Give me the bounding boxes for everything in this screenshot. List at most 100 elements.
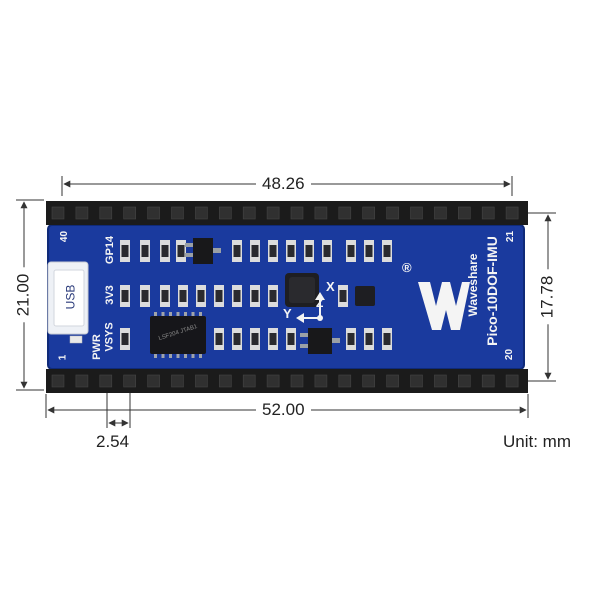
dim-pin-pitch-label: 2.54 xyxy=(96,432,130,452)
axis-y-label: Y xyxy=(283,306,292,321)
pwr-label: PWR xyxy=(90,334,103,360)
model-label: Pico-10DOF-IMU xyxy=(484,236,500,346)
smd-component xyxy=(322,240,332,262)
dim-bottom-width-label: 52.00 xyxy=(256,400,311,420)
header-pin xyxy=(242,206,256,220)
header-pin xyxy=(99,374,113,388)
axis-indicator xyxy=(296,292,325,323)
axis-z-label: Z xyxy=(316,296,324,310)
smd-component xyxy=(268,240,278,262)
gp14-label: GP14 xyxy=(104,235,117,265)
chip-sensor-small xyxy=(355,286,375,306)
usb-label: USB xyxy=(63,284,78,310)
header-pin xyxy=(362,206,376,220)
header-pin xyxy=(147,206,160,220)
3v3-label: 3V3 xyxy=(103,285,116,305)
smd-component xyxy=(176,240,186,262)
header-pin xyxy=(171,374,184,388)
header-pin xyxy=(457,374,471,388)
chip-tssop xyxy=(150,312,206,358)
smd-component xyxy=(250,240,260,262)
waveshare-logo xyxy=(418,282,470,330)
header-pin xyxy=(123,206,136,220)
smd-component xyxy=(120,285,130,307)
smd-component xyxy=(214,328,224,350)
smd-component xyxy=(140,240,150,262)
header-pin xyxy=(481,374,495,388)
header-pin xyxy=(219,206,232,220)
header-pin xyxy=(147,374,160,388)
header-pin xyxy=(457,206,471,220)
smd-component xyxy=(178,285,188,307)
smd-component xyxy=(196,285,206,307)
header-pin xyxy=(338,206,352,220)
smd-component xyxy=(268,285,278,307)
chip-regulator-bottom xyxy=(300,328,340,354)
header-pin xyxy=(195,206,208,220)
registered-mark: ® xyxy=(402,260,412,275)
smd-component xyxy=(160,285,170,307)
header-pin xyxy=(338,374,352,388)
smd-component xyxy=(286,328,296,350)
smd-component xyxy=(160,240,170,262)
chip-sensor-main xyxy=(285,273,319,307)
header-pin xyxy=(195,374,208,388)
smd-component xyxy=(120,328,130,350)
header-pin xyxy=(434,206,447,220)
axis-x-label: X xyxy=(326,279,335,294)
smd-components xyxy=(120,240,392,350)
smd-component xyxy=(364,328,374,350)
header-pin xyxy=(171,206,184,220)
header-pin xyxy=(314,206,328,220)
header-pin xyxy=(266,206,280,220)
header-pin xyxy=(99,206,113,220)
dim-right-height-label: 17.78 xyxy=(537,269,558,325)
pin-40-label: 40 xyxy=(59,230,71,243)
header-pin xyxy=(75,206,89,220)
header-pin xyxy=(386,374,399,388)
smd-component xyxy=(286,240,296,262)
unit-label: Unit: mm xyxy=(503,432,571,451)
chip-regulator-top xyxy=(185,238,221,264)
brand-label: Waveshare xyxy=(466,253,480,317)
smd-component xyxy=(268,328,278,350)
smd-component xyxy=(214,285,224,307)
smd-component xyxy=(382,328,392,350)
header-pin xyxy=(505,206,519,220)
header-pin xyxy=(219,374,232,388)
header-pin xyxy=(410,206,423,220)
header-pin xyxy=(362,374,376,388)
header-pin xyxy=(505,374,519,388)
header-pin xyxy=(481,206,495,220)
dim-pin-pitch xyxy=(106,392,131,428)
usb-connector xyxy=(47,261,89,335)
smd-component xyxy=(364,240,374,262)
smd-component xyxy=(232,285,242,307)
smd-component xyxy=(346,328,356,350)
header-pin xyxy=(242,374,256,388)
header-pin xyxy=(290,206,304,220)
smd-component xyxy=(232,240,242,262)
header-pin xyxy=(123,374,136,388)
vsys-label: VSYS xyxy=(103,322,116,352)
header-pin xyxy=(314,374,328,388)
smd-component xyxy=(232,328,242,350)
smd-component xyxy=(382,240,392,262)
pin-1-label: 1 xyxy=(57,354,69,361)
header-top xyxy=(46,201,528,225)
header-pin xyxy=(51,206,65,220)
header-pin xyxy=(75,374,89,388)
smd-component xyxy=(338,285,348,307)
pin-21-label: 21 xyxy=(505,230,517,243)
dim-top-width-label: 48.26 xyxy=(256,174,311,194)
dim-left-height-label: 21.00 xyxy=(13,267,34,323)
header-bottom xyxy=(46,369,528,393)
header-pin xyxy=(51,374,65,388)
smd-component xyxy=(140,285,150,307)
header-pin xyxy=(410,374,423,388)
pin-20-label: 20 xyxy=(504,348,516,361)
smd-component xyxy=(250,328,260,350)
header-pin xyxy=(266,374,280,388)
